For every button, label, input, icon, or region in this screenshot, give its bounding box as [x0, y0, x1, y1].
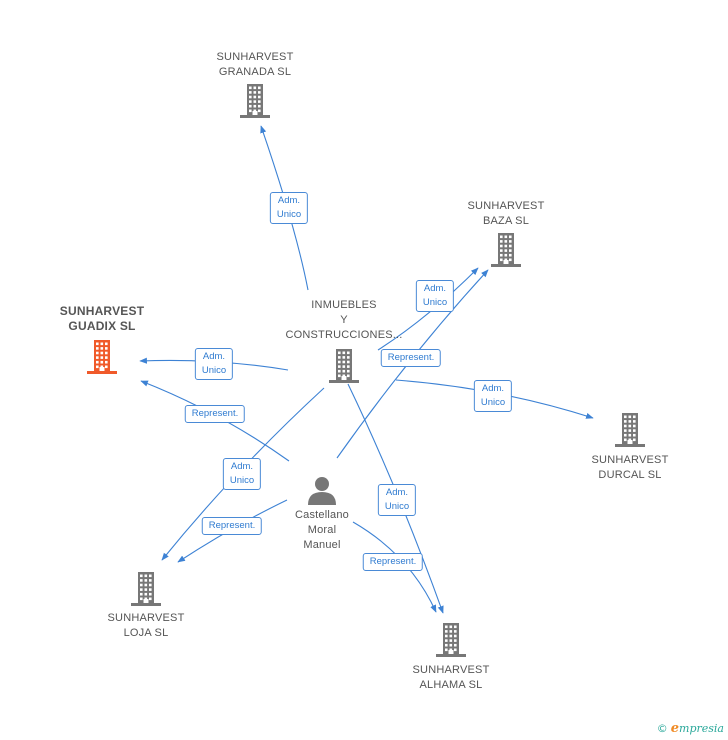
company-icon[interactable]	[615, 413, 645, 447]
edge-label-inmuebles-alhama[interactable]: Adm. Unico	[377, 484, 417, 516]
edge-label-line: Represent.	[208, 520, 256, 531]
edge-label-inmuebles-durcal[interactable]: Adm. Unico	[473, 380, 513, 412]
edge-label-inmuebles-guadix[interactable]: Adm. Unico	[194, 348, 234, 380]
edge-label-castellano-guadix[interactable]: Represent.	[184, 405, 246, 423]
node-label-line: SUNHARVEST	[216, 51, 294, 63]
edge-label-line: Adm.	[230, 461, 254, 472]
copyright-symbol: ©	[656, 722, 668, 735]
node-label-line: SUNHARVEST	[59, 304, 145, 318]
company-icon[interactable]	[329, 349, 359, 383]
person-icon[interactable]	[307, 475, 337, 505]
node-label-line: SUNHARVEST	[591, 454, 669, 466]
node-label-alhama[interactable]: SUNHARVEST ALHAMA SL	[413, 663, 490, 693]
node-label-baza[interactable]: SUNHARVEST BAZA SL	[468, 199, 545, 229]
company-icon[interactable]	[436, 623, 466, 657]
node-label-line: GUADIX SL	[68, 319, 136, 333]
edge-label-inmuebles-baza[interactable]: Adm. Unico	[415, 280, 455, 312]
node-label-line: GRANADA SL	[218, 66, 292, 78]
node-label-line: Y	[340, 314, 348, 326]
edge-label-line: Adm.	[481, 383, 505, 394]
edge-inmuebles-to-baza	[377, 267, 479, 351]
edge-label-line: Represent.	[369, 556, 417, 567]
highlighted-company-icon[interactable]	[87, 340, 117, 374]
edge-label-line: Represent.	[387, 352, 435, 363]
edge-label-inmuebles-granada[interactable]: Adm. Unico	[269, 192, 309, 224]
edge-label-castellano-loja[interactable]: Represent.	[201, 517, 263, 535]
node-label-line: LOJA SL	[123, 627, 169, 639]
edge-label-castellano-alhama[interactable]: Represent.	[362, 553, 424, 571]
edge-label-line: Unico	[201, 365, 227, 376]
node-label-line: SUNHARVEST	[412, 664, 490, 676]
node-label-line: DURCAL SL	[598, 469, 662, 481]
node-label-line: Castellano	[295, 509, 349, 521]
edge-label-line: Unico	[422, 297, 448, 308]
node-label-line: CONSTRUCCIONES...	[285, 329, 403, 341]
empresia-logo[interactable]: ©empresia	[657, 721, 724, 736]
edge-label-line: Unico	[384, 501, 410, 512]
edge-label-line: Unico	[480, 397, 506, 408]
edge-label-inmuebles-loja[interactable]: Adm. Unico	[222, 458, 262, 490]
edge-label-line: Unico	[276, 209, 302, 220]
company-icon[interactable]	[131, 572, 161, 606]
edge-label-line: Unico	[229, 475, 255, 486]
brand-name: mpresia	[679, 722, 724, 735]
node-label-line: INMUEBLES	[311, 299, 377, 311]
company-icon[interactable]	[240, 84, 270, 118]
company-icon[interactable]	[491, 233, 521, 267]
node-label-line: Manuel	[303, 539, 341, 551]
node-label-line: SUNHARVEST	[467, 200, 545, 212]
node-label-granada[interactable]: SUNHARVEST GRANADA SL	[217, 50, 294, 80]
edge-label-castellano-baza[interactable]: Represent.	[380, 349, 442, 367]
edge-label-line: Adm.	[385, 487, 409, 498]
edge-label-line: Adm.	[423, 283, 447, 294]
node-label-inmuebles[interactable]: INMUEBLES Y CONSTRUCCIONES...	[285, 298, 402, 343]
node-label-line: BAZA SL	[482, 215, 530, 227]
node-label-line: ALHAMA SL	[419, 679, 483, 691]
edge-label-line: Adm.	[277, 195, 301, 206]
node-label-durcal[interactable]: SUNHARVEST DURCAL SL	[592, 453, 669, 483]
node-label-line: Moral	[307, 524, 337, 536]
brand-initial: e	[670, 721, 680, 736]
edge-label-line: Adm.	[202, 351, 226, 362]
node-label-line: SUNHARVEST	[107, 612, 185, 624]
edge-label-line: Represent.	[191, 408, 239, 419]
node-label-loja[interactable]: SUNHARVEST LOJA SL	[108, 611, 185, 641]
